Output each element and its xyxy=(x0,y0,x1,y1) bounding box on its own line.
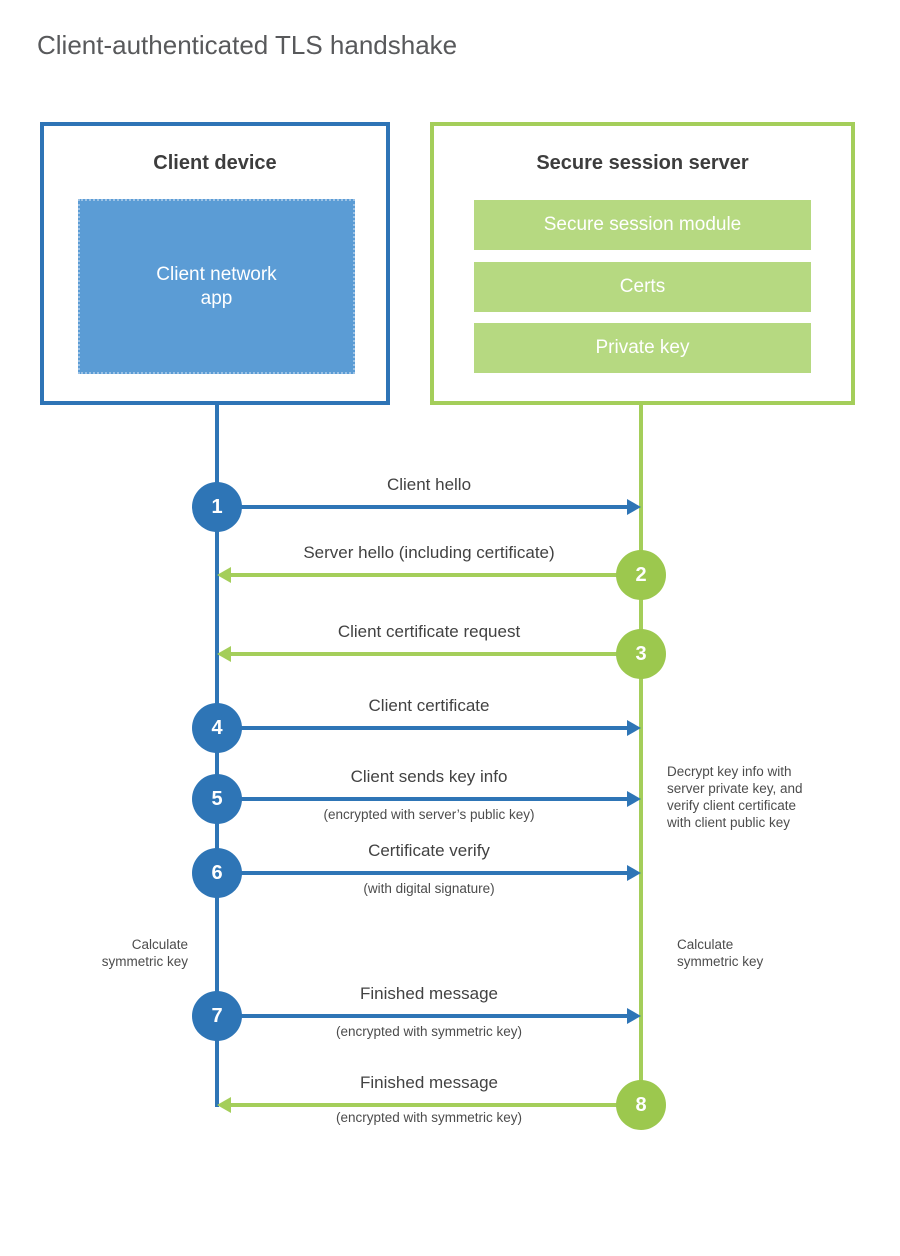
server-module-certs: Certs xyxy=(474,262,811,312)
step-7-badge: 7 xyxy=(192,991,242,1041)
step-4-arrowhead-icon xyxy=(627,720,641,736)
step-8-badge: 8 xyxy=(616,1080,666,1130)
step-1-arrow xyxy=(217,505,627,509)
step-5-arrowhead-icon xyxy=(627,791,641,807)
step-8-subtext: (encrypted with symmetric key) xyxy=(335,1110,523,1125)
step-5-arrow xyxy=(217,797,627,801)
server-module-secure-session: Secure session module xyxy=(474,200,811,250)
page-title: Client-authenticated TLS handshake xyxy=(37,30,458,60)
step-5-badge: 5 xyxy=(192,774,242,824)
step-1-label: Client hello xyxy=(386,475,472,494)
client-calculate-symmetric-key-note: Calculate symmetric key xyxy=(101,937,188,969)
step-6-arrow xyxy=(217,871,627,875)
step-6-badge: 6 xyxy=(192,848,242,898)
client-network-app-box: Client network app xyxy=(78,199,355,374)
server-decrypt-note: Decrypt key info with server private key… xyxy=(667,764,803,830)
step-7-arrow xyxy=(217,1014,627,1018)
step-5-subtext: (encrypted with server’s public key) xyxy=(323,807,535,822)
step-3-label: Client certificate request xyxy=(337,622,521,641)
step-3-badge: 3 xyxy=(616,629,666,679)
step-8-label: Finished message xyxy=(360,1073,498,1092)
step-2-arrow xyxy=(231,573,641,577)
step-4-label: Client certificate xyxy=(368,696,490,715)
client-lifeline xyxy=(215,405,219,1107)
step-2-label: Server hello (including certificate) xyxy=(303,543,555,562)
step-8-arrow xyxy=(231,1103,641,1107)
step-6-subtext: (with digital signature) xyxy=(363,881,495,896)
step-7-label: Finished message xyxy=(360,984,498,1003)
client-device-box: Client device Client network app xyxy=(40,122,390,405)
step-6-label: Certificate verify xyxy=(368,841,490,860)
step-3-arrowhead-icon xyxy=(217,646,231,662)
server-module-private-key: Private key xyxy=(474,323,811,373)
server-lifeline xyxy=(639,405,643,1107)
secure-session-server-box: Secure session server Secure session mod… xyxy=(430,122,855,405)
step-6-arrowhead-icon xyxy=(627,865,641,881)
step-7-arrowhead-icon xyxy=(627,1008,641,1024)
secure-session-server-title: Secure session server xyxy=(536,152,749,174)
step-4-badge: 4 xyxy=(192,703,242,753)
step-4-arrow xyxy=(217,726,627,730)
client-device-title: Client device xyxy=(153,152,277,174)
step-7-subtext: (encrypted with symmetric key) xyxy=(335,1024,523,1039)
step-2-arrowhead-icon xyxy=(217,567,231,583)
step-1-arrowhead-icon xyxy=(627,499,641,515)
step-2-badge: 2 xyxy=(616,550,666,600)
step-8-arrowhead-icon xyxy=(217,1097,231,1113)
step-5-label: Client sends key info xyxy=(350,767,508,786)
step-1-badge: 1 xyxy=(192,482,242,532)
server-calculate-symmetric-key-note: Calculate symmetric key xyxy=(677,937,764,969)
step-3-arrow xyxy=(231,652,641,656)
